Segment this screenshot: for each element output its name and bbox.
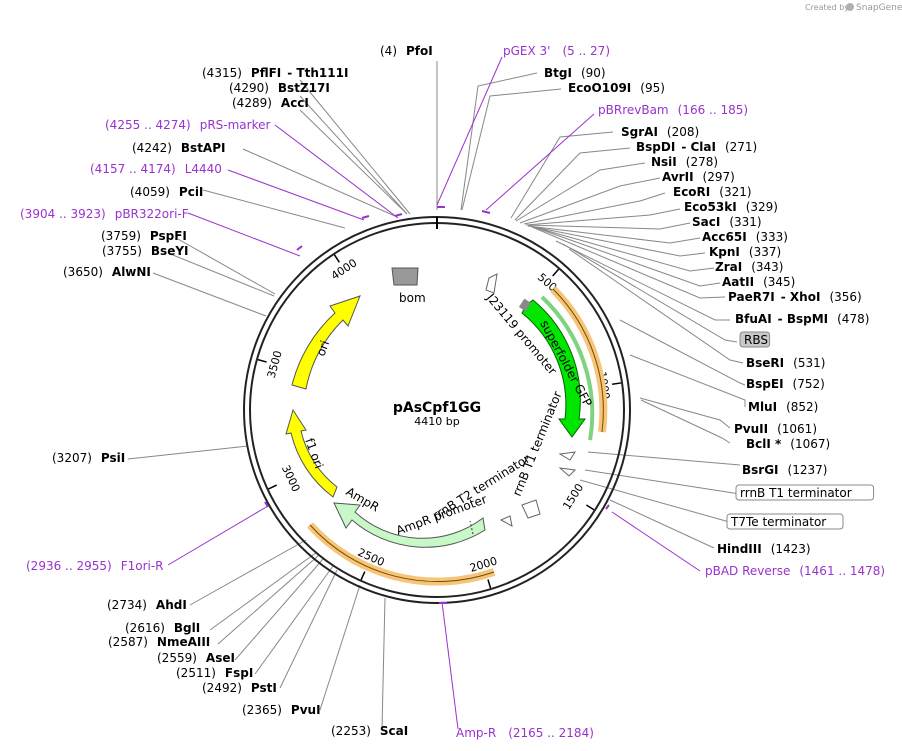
left-labels: (4)PfoI (4315)PflFI- Tth111I(4290)BstZ17I… bbox=[20, 44, 610, 740]
feature-box-label: T7Te terminator bbox=[730, 515, 826, 529]
enzyme-label: (4315)PflFI- Tth111I bbox=[202, 66, 348, 80]
feature-box-label: RBS bbox=[744, 333, 768, 347]
tick-label: 4000 bbox=[329, 256, 360, 282]
credit-brand: SnapGene bbox=[856, 3, 902, 13]
enzyme-label: SgrAI(208) bbox=[621, 125, 699, 139]
tick-4000 bbox=[333, 254, 341, 263]
primer-label: pBAD Reverse(1461 .. 1478) bbox=[705, 564, 885, 578]
feature-box bbox=[739, 331, 771, 348]
right-labels: BtgI(90)EcoO109I(95) pBRrevBam(166 .. 185… bbox=[544, 66, 885, 578]
leader-lines bbox=[127, 61, 746, 729]
primer-label: (2936 .. 2955)F1ori-R bbox=[26, 559, 164, 573]
ori-label: ori bbox=[314, 339, 332, 358]
enzyme-label: EcoRI(321) bbox=[673, 185, 752, 199]
enzyme-label: BspEI(752) bbox=[746, 377, 825, 391]
leader-btgi bbox=[460, 72, 538, 211]
f1-ori-arrow[interactable] bbox=[285, 408, 338, 498]
bom-feature[interactable] bbox=[391, 267, 419, 286]
tick-2000 bbox=[487, 579, 492, 589]
tick-label: 1500 bbox=[560, 481, 586, 512]
tick-2500 bbox=[360, 571, 366, 581]
enzyme-label: HindIII(1423) bbox=[717, 542, 811, 556]
superfolder-gfp-arrow[interactable] bbox=[521, 299, 586, 438]
enzyme-label: PvuII(1061) bbox=[734, 422, 817, 436]
enzyme-label: (3650)AlwNI bbox=[63, 265, 151, 279]
primer-marks bbox=[264, 206, 610, 604]
primer-label: pBRrevBam(166 .. 185) bbox=[598, 103, 748, 117]
j23119-arrow bbox=[485, 273, 498, 294]
tick-label: 3500 bbox=[265, 349, 285, 379]
orange-band-2-line bbox=[309, 524, 495, 582]
bom-label: bom bbox=[399, 291, 426, 305]
tick-3000 bbox=[268, 484, 278, 490]
enzyme-label: (3755)BseYI bbox=[102, 244, 189, 258]
enzyme-label: (2616)BglI bbox=[125, 621, 200, 635]
enzyme-label: (4242)BstAPI bbox=[132, 141, 225, 155]
primer-label: pGEX 3'(5 .. 27) bbox=[503, 44, 610, 58]
enzyme-label: BsrGI(1237) bbox=[742, 463, 827, 477]
enzyme-label: MluI(852) bbox=[748, 400, 818, 414]
credit-prefix: Created by bbox=[805, 3, 849, 12]
enzyme-label: (4)PfoI bbox=[380, 44, 433, 58]
ori-arrow[interactable] bbox=[291, 295, 361, 390]
enzyme-label: BtgI(90) bbox=[544, 66, 606, 80]
enzyme-label: Eco53kI(329) bbox=[684, 200, 778, 214]
primer-label: (4157 .. 4174)L4440 bbox=[90, 162, 222, 176]
enzyme-label: (4290)BstZ17I bbox=[229, 81, 330, 95]
rrnb-t1-label: rrnB T1 terminator bbox=[510, 389, 565, 498]
orange-band-1-line bbox=[552, 288, 604, 433]
primer-label: (3904 .. 3923)pBR322ori-F bbox=[20, 207, 189, 221]
enzyme-label: BspDI- ClaI(271) bbox=[636, 140, 757, 154]
tick-3500 bbox=[257, 358, 267, 363]
enzyme-label: (2587)NmeAIII bbox=[108, 635, 210, 649]
enzyme-label: KpnI(337) bbox=[709, 245, 781, 259]
enzyme-label: Acc65I(333) bbox=[702, 230, 788, 244]
primer-label: Amp-R(2165 .. 2184) bbox=[456, 726, 594, 740]
enzyme-label: BseRI(531) bbox=[746, 356, 825, 370]
tick-500 bbox=[552, 268, 560, 277]
olive-band bbox=[540, 295, 595, 441]
enzyme-label: SacI(331) bbox=[692, 215, 762, 229]
enzyme-label: NsiI(278) bbox=[651, 155, 718, 169]
primer-label: (4255 .. 4274)pRS-marker bbox=[105, 118, 270, 132]
enzyme-label: EcoO109I(95) bbox=[568, 81, 665, 95]
enzyme-label: BclI *(1067) bbox=[746, 437, 830, 451]
primer-leaders bbox=[167, 56, 701, 730]
enzyme-label: AvrII(297) bbox=[662, 170, 735, 184]
enzyme-label: (2365)PvuI bbox=[242, 703, 321, 717]
tick-label: 3000 bbox=[279, 463, 303, 494]
snapgene-logo-icon bbox=[846, 3, 854, 11]
ampr-promoter-arrow bbox=[499, 515, 513, 527]
rrnb-t2-arrow bbox=[521, 499, 541, 519]
tick-1500 bbox=[585, 504, 595, 511]
enzyme-label: (3207)PsiI bbox=[52, 451, 125, 465]
enzyme-label: PaeR7I- XhoI(356) bbox=[728, 290, 862, 304]
plasmid-name: pAsCpf1GG bbox=[393, 400, 481, 416]
enzyme-label: (2559)AseI bbox=[157, 651, 235, 665]
feature-box bbox=[726, 513, 844, 530]
enzyme-label: (2734)AhdI bbox=[107, 598, 187, 612]
rrnb-t1-arrow bbox=[558, 451, 576, 461]
enzyme-label: (4289)AccI bbox=[232, 96, 309, 110]
enzyme-label: BfuAI- BspMI(478) bbox=[735, 312, 869, 326]
feature-box-label: rrnB T1 terminator bbox=[740, 486, 852, 500]
enzyme-label: ZraI(343) bbox=[715, 260, 783, 274]
enzyme-label: (3759)PspFI bbox=[101, 229, 187, 243]
feature-box bbox=[735, 484, 875, 501]
enzyme-label: AatII(345) bbox=[722, 275, 795, 289]
enzyme-label: (2511)FspI bbox=[176, 666, 253, 680]
enzyme-label: (2492)PstI bbox=[202, 681, 277, 695]
plasmid-size: 4410 bp bbox=[414, 415, 459, 428]
tick-1000 bbox=[612, 382, 622, 385]
ampr-arrow[interactable] bbox=[333, 502, 486, 548]
enzyme-label: (4059)PciI bbox=[130, 185, 203, 199]
enzyme-label: (2253)ScaI bbox=[331, 724, 408, 738]
t7te-arrow bbox=[558, 467, 577, 477]
leader-ecoo109i bbox=[461, 88, 562, 211]
rbs-mark bbox=[518, 298, 532, 312]
